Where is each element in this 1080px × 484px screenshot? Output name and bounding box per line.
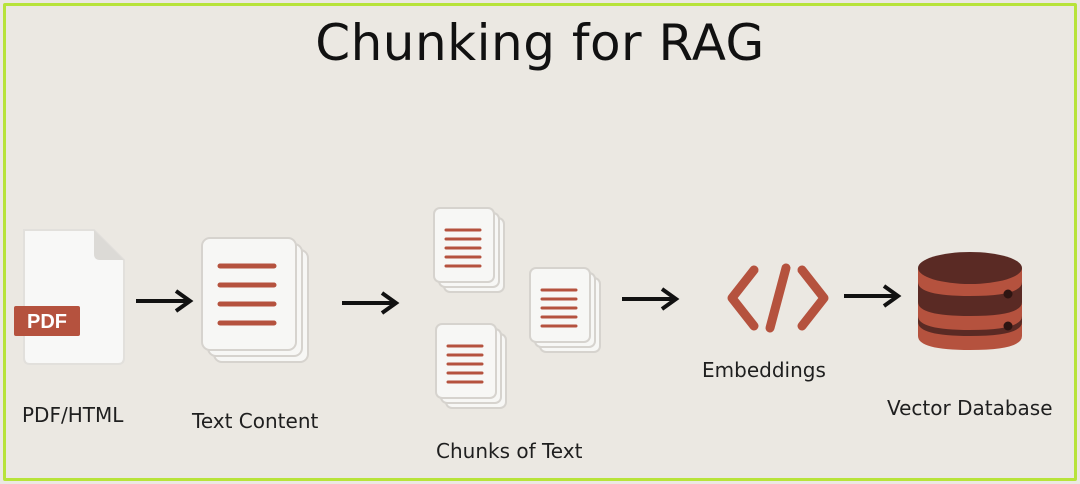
step-label-text-content: Text Content (192, 409, 319, 433)
step-label-vector-database: Vector Database (887, 396, 1053, 420)
chunk-stack-bottom (435, 323, 507, 409)
arrow-1 (136, 289, 194, 313)
chunk-stack-right (529, 267, 601, 353)
arrow-4 (844, 284, 902, 308)
step-label-embeddings: Embeddings (702, 358, 826, 382)
diagram-frame (3, 3, 1077, 481)
document-chunks-icon (433, 207, 601, 409)
diagram-title: Chunking for RAG (315, 14, 765, 72)
chunk-stack-top (433, 207, 505, 293)
database-icon (918, 252, 1022, 350)
pdf-badge (14, 306, 80, 336)
arrow-3 (622, 287, 680, 311)
pdf-file-icon: PDF (14, 229, 125, 365)
arrow-2 (342, 291, 400, 315)
step-label-pdf-html: PDF/HTML (22, 403, 124, 427)
code-brackets-icon (727, 263, 829, 333)
pdf-badge-text: PDF (27, 311, 67, 333)
document-stack-icon (201, 237, 309, 363)
step-label-chunks-of-text: Chunks of Text (436, 439, 583, 463)
